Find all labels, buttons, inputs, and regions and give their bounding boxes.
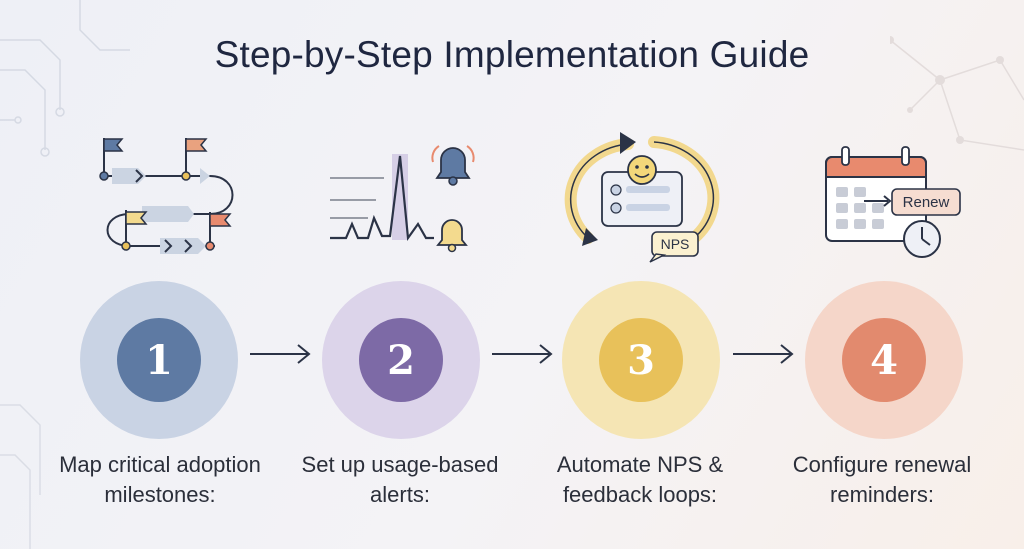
circuit-decoration-bottom-left: [0, 404, 41, 549]
step-2-circle: 2: [322, 281, 480, 439]
step-1-number: 1: [117, 318, 201, 402]
arrow-right-icon: [733, 344, 794, 364]
step-3-number: 3: [599, 318, 683, 402]
arrow-right-icon: [492, 344, 553, 364]
step-4-circle: 4: [805, 281, 963, 439]
step-2-label: Set up usage-based alerts:: [301, 452, 499, 507]
page-title: Step-by-Step Implementation Guide: [214, 34, 810, 75]
step-3-circle: 3: [562, 281, 720, 439]
step-2-number: 2: [359, 318, 443, 402]
nps-badge-label: NPS: [661, 236, 690, 252]
step-1-label: Map critical adoption milestones:: [59, 452, 261, 507]
renew-tag-label: Renew: [903, 194, 950, 211]
usage-alert-bell-icon: [330, 145, 475, 253]
milestone-flags-icon: [99, 138, 234, 254]
step-3-label: Automate NPS & feedback loops:: [556, 452, 724, 507]
step-4-number: 4: [842, 318, 926, 402]
circuit-decoration-left: [0, 0, 130, 157]
network-decoration-right: [890, 36, 1024, 151]
nps-feedback-loop-icon: NPS: [564, 132, 720, 263]
step-1-circle: 1: [80, 281, 238, 439]
step-4-label: Configure renewal reminders:: [792, 452, 972, 507]
arrow-right-icon: [250, 344, 311, 364]
renewal-calendar-icon: Renew: [825, 146, 961, 258]
